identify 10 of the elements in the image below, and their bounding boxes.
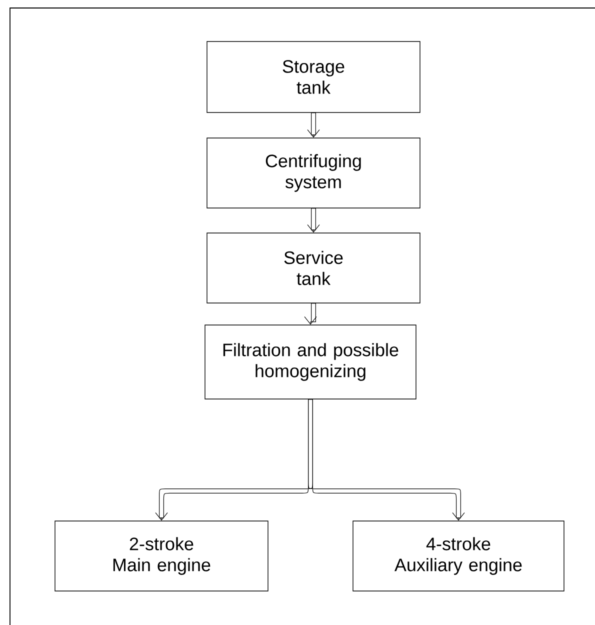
arrow (308, 399, 465, 521)
process-box: Centrifuging system (206, 138, 420, 208)
arrow (307, 208, 320, 233)
process-box: Storage tank (206, 41, 420, 113)
process-box: 2-stroke Main engine (54, 520, 268, 592)
process-box: Filtration and possible homogenizing (204, 324, 416, 400)
arrow (307, 112, 320, 138)
process-box: 4-stroke Auxiliary engine (352, 520, 564, 592)
arrow (304, 303, 317, 325)
process-box: Service tank (206, 232, 420, 304)
